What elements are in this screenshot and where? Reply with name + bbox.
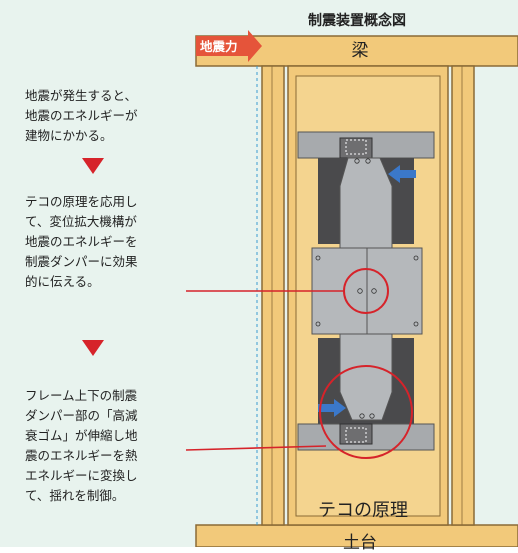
upper-rubber-block <box>339 137 373 159</box>
left-post <box>261 65 285 526</box>
lower-rubber-block <box>339 423 373 445</box>
step-arrow-2 <box>82 340 104 356</box>
force-arrow <box>196 30 262 62</box>
lever-caption: テコの原理 <box>318 500 408 521</box>
step-text-2: テコの原理を応用し て、変位拡大機構が 地震のエネルギーを 制震ダンパーに効果 … <box>25 194 138 289</box>
lower-pointer <box>185 445 327 451</box>
beam-label: 梁 <box>351 41 369 61</box>
force-label: 地震力 <box>200 39 238 54</box>
diagram-title: 制震装置概念図 <box>308 13 406 29</box>
step-text-3: フレーム上下の制震 ダンパー部の「高減 衰ゴム」が伸縮し地 震のエネルギーを熱 … <box>25 388 138 503</box>
lower-callout-circle <box>319 365 413 459</box>
step-arrow-1 <box>82 158 104 174</box>
right-post <box>451 65 475 526</box>
lower-motion-arrow <box>318 399 346 417</box>
step-text-1: 地震が発生すると、 地震のエネルギーが 建物にかかる。 <box>25 88 138 143</box>
base-label: 土台 <box>343 533 377 553</box>
upper-lever <box>339 157 393 251</box>
lower-lever <box>339 333 393 421</box>
upper-motion-arrow <box>388 165 416 183</box>
